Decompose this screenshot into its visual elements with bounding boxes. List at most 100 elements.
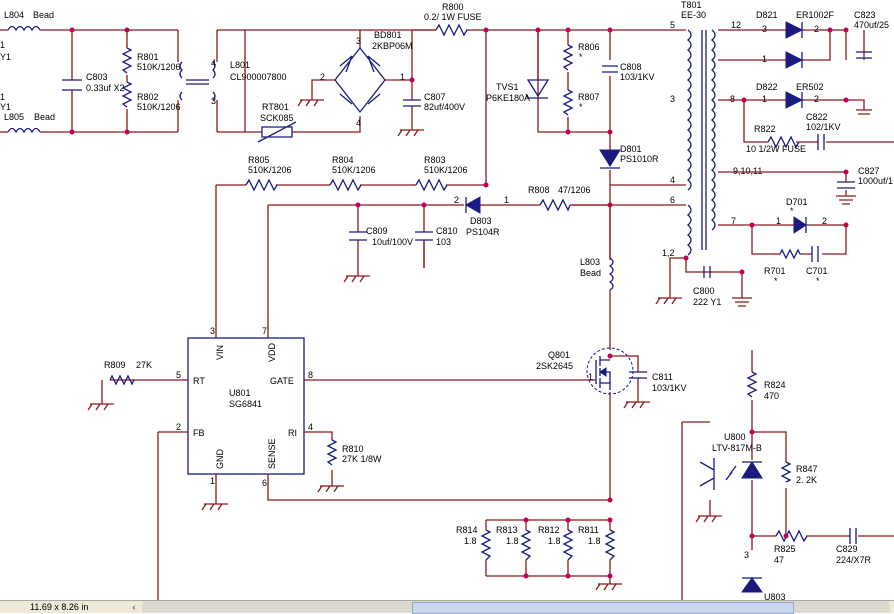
label-d822-pin2: 2 (814, 94, 819, 104)
label-Q801: Q801 (548, 350, 570, 360)
label-in2b: Y1 (0, 102, 11, 112)
label-C822-value: 102/1KV (806, 122, 841, 132)
label-bd-pin3: 3 (356, 36, 361, 46)
label-d803-pin2: 2 (454, 195, 459, 205)
label-in1b: Y1 (0, 52, 11, 62)
label-C803: C803 (86, 72, 108, 82)
label-L801-value: CL900007800 (230, 72, 287, 82)
controller-ic (87, 337, 613, 600)
label-D801: D801 (620, 144, 642, 154)
label-RT801-value: SCK085 (260, 113, 294, 123)
label-pin-SENSE: SENSE (267, 438, 277, 469)
label-R847: R847 (796, 464, 818, 474)
label-d822-pin1: 1 (762, 94, 767, 104)
label-R825: R825 (774, 544, 796, 554)
label-pin-RI: RI (288, 428, 297, 438)
label-d803-pin1: 1 (504, 195, 509, 205)
label-pin-FB: FB (193, 428, 205, 438)
label-R811: R811 (578, 525, 599, 535)
label-Q801-value: 2SK2645 (536, 361, 573, 371)
label-R701: R701 (764, 266, 786, 276)
label-R822-value: 10 1/2W FUSE (746, 144, 806, 154)
sense-resistors (480, 517, 622, 591)
label-D803: D803 (470, 216, 492, 226)
label-R808: R808 (528, 185, 550, 195)
label-L805: L805 (4, 112, 24, 122)
label-opto-pin3: 3 (744, 550, 749, 560)
label-R814: R814 (456, 525, 478, 535)
label-R802: R802 (137, 92, 159, 102)
label-U800: U800 (724, 432, 746, 442)
label-U801-value: SG6841 (229, 399, 262, 409)
label-TVS1: TVS1 (496, 82, 519, 92)
label-bd-pin1: 1 (400, 72, 405, 82)
label-R810: R810 (342, 444, 364, 454)
label-pin-RT: RT (193, 376, 205, 386)
label-C701: C701 (806, 266, 828, 276)
label-C809-value: 10uf/100V (372, 237, 413, 247)
label-u-pin6: 6 (262, 478, 267, 488)
label-bd-pin2: 2 (320, 72, 325, 82)
label-d701-pin1: 1 (776, 216, 781, 226)
label-u-pin4: 4 (308, 422, 313, 432)
label-in1: 1 (0, 40, 5, 50)
label-D803-value: PS104R (466, 227, 500, 237)
label-bead-1: Bead (33, 10, 54, 20)
label-U800-value: LTV-817M-B (712, 443, 762, 453)
top-rail (412, 23, 670, 260)
label-C827-value: 1000uf/1 (858, 176, 893, 186)
label-u-pin8: 8 (308, 370, 313, 380)
label-t-pin12b: 12 (731, 20, 741, 30)
label-R811-value: 1.8 (588, 536, 601, 546)
label-q-pin1: 1 (588, 372, 593, 382)
switch-stage (304, 205, 650, 500)
input-filter (0, 25, 245, 135)
label-C811: C811 (652, 372, 673, 382)
label-BD801: BD801 (374, 30, 402, 40)
label-u-pin5: 5 (176, 370, 181, 380)
label-R802-value: 510K/1206 (137, 102, 181, 112)
label-in2: 1 (0, 92, 5, 102)
label-C803-value: 0.33uf X2 (86, 83, 125, 93)
label-RT801: RT801 (262, 102, 289, 112)
label-R813-value: 1.8 (506, 536, 519, 546)
label-D701: D701 (786, 197, 808, 207)
label-D701-star: * (790, 206, 794, 216)
label-R812: R812 (538, 525, 560, 535)
label-R804: R804 (332, 155, 354, 165)
label-R808-value: 47/1206 (558, 185, 591, 195)
label-C829-value: 224/X7R (836, 555, 872, 565)
label-u-pin1: 1 (210, 476, 215, 486)
label-U803: U803 (764, 592, 786, 600)
label-u-pin7: 7 (262, 326, 267, 336)
label-C827: C827 (858, 166, 880, 176)
label-R805: R805 (248, 155, 270, 165)
label-R824-value: 470 (764, 391, 779, 401)
label-D822: D822 (756, 82, 778, 92)
label-d701-pin2: 2 (822, 216, 827, 226)
label-u-pin3: 3 (210, 326, 215, 336)
label-T801-value: EE-30 (681, 10, 706, 20)
label-bd-pin4: 4 (356, 118, 361, 128)
label-L803-value: Bead (580, 268, 601, 278)
label-R825-value: 47 (774, 555, 784, 565)
scroll-left-button[interactable]: ‹ (132, 602, 136, 612)
label-pin-GND: GND (215, 449, 225, 470)
label-C823-value: 470uf/25 (854, 20, 889, 30)
label-R807-star: * (579, 102, 583, 112)
horizontal-scrollbar[interactable] (142, 601, 890, 614)
status-bar: 11.69 x 8.26 in ‹ (0, 600, 894, 614)
feedback-section (681, 350, 894, 600)
label-t-pin5: 5 (670, 20, 675, 30)
label-t-pin7: 7 (731, 216, 736, 226)
label-R809: R809 (104, 360, 126, 370)
label-L803: L803 (580, 257, 600, 267)
page-size-readout: 11.69 x 8.26 in (30, 602, 89, 612)
label-T801: T801 (681, 0, 702, 10)
label-C808-value: 103/1KV (620, 72, 655, 82)
label-U801: U801 (229, 388, 251, 398)
label-t-pin12: 1,2 (662, 248, 675, 258)
label-t-pin3: 3 (670, 94, 675, 104)
secondary-outputs (718, 21, 894, 262)
scrollbar-thumb[interactable] (412, 602, 794, 614)
